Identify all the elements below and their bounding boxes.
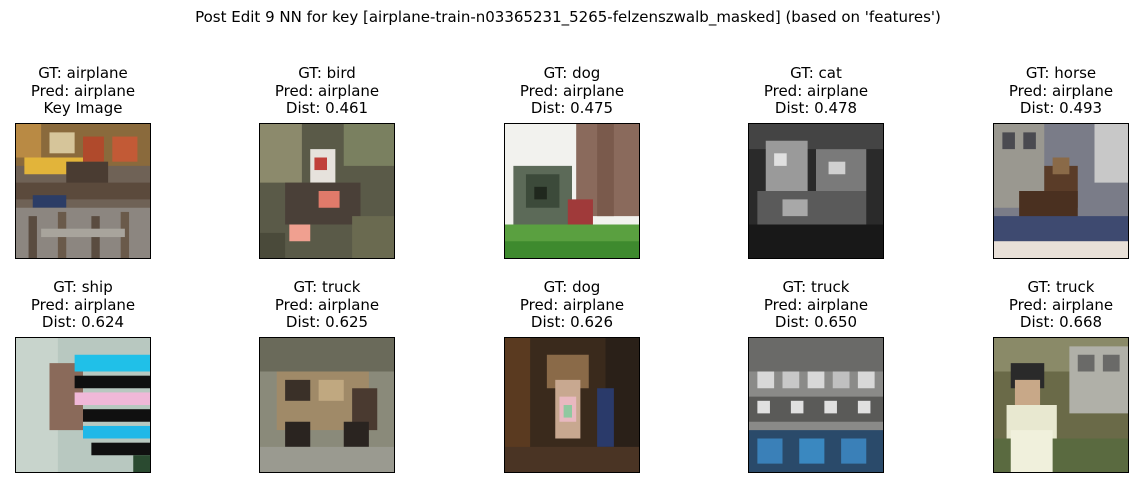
thumbnail-image — [15, 123, 151, 259]
dist-label: Dist: 0.625 — [285, 313, 369, 331]
pred-label: Pred: airplane — [274, 81, 380, 100]
dist-label: Dist: 0.493 — [1019, 99, 1103, 117]
thumbnail-image — [15, 337, 151, 473]
gt-label: GT: truck — [1027, 278, 1095, 296]
gt-label: GT: truck — [293, 278, 361, 296]
pred-label: Pred: airplane — [519, 295, 625, 314]
panel-caption: GT: airplane Pred: airplane Key Image — [0, 64, 191, 118]
gt-label: GT: truck — [782, 278, 850, 296]
pred-label: Pred: airplane — [763, 81, 869, 100]
gt-label: GT: dog — [543, 64, 601, 82]
thumbnail-image — [504, 337, 640, 473]
panel-caption: GT: dog Pred: airplane Dist: 0.475 — [464, 64, 680, 118]
panel-caption: GT: truck Pred: airplane Dist: 0.625 — [219, 278, 435, 332]
thumbnail-image — [993, 337, 1129, 473]
gt-label: GT: horse — [1025, 64, 1097, 82]
pred-label: Pred: airplane — [519, 81, 625, 100]
thumbnail-image — [504, 123, 640, 259]
panel-caption: GT: horse Pred: airplane Dist: 0.493 — [953, 64, 1136, 118]
pred-label: Pred: airplane — [1008, 81, 1114, 100]
pred-label: Pred: airplane — [30, 295, 136, 314]
panel-caption: GT: bird Pred: airplane Dist: 0.461 — [219, 64, 435, 118]
pred-label: Pred: airplane — [763, 295, 869, 314]
gt-label: GT: airplane — [38, 64, 128, 82]
gt-label: GT: cat — [790, 64, 842, 82]
dist-label: Dist: 0.650 — [774, 313, 858, 331]
pred-label: Pred: airplane — [274, 295, 380, 314]
figure-title: Post Edit 9 NN for key [airplane-train-n… — [195, 8, 941, 26]
gt-label: GT: dog — [543, 278, 601, 296]
pred-label: Pred: airplane — [30, 81, 136, 100]
dist-label: Dist: 0.461 — [285, 99, 369, 117]
thumbnail-image — [259, 337, 395, 473]
gt-label: GT: bird — [298, 64, 356, 82]
dist-label: Dist: 0.478 — [774, 99, 858, 117]
key-image-label: Key Image — [43, 99, 123, 117]
dist-label: Dist: 0.668 — [1019, 313, 1103, 331]
pred-label: Pred: airplane — [1008, 295, 1114, 314]
panel-caption: GT: truck Pred: airplane Dist: 0.668 — [953, 278, 1136, 332]
thumbnail-image — [993, 123, 1129, 259]
thumbnail-image — [748, 337, 884, 473]
panel-caption: GT: ship Pred: airplane Dist: 0.624 — [0, 278, 191, 332]
dist-label: Dist: 0.475 — [530, 99, 614, 117]
thumbnail-image — [748, 123, 884, 259]
dist-label: Dist: 0.624 — [41, 313, 125, 331]
dist-label: Dist: 0.626 — [530, 313, 614, 331]
thumbnail-image — [259, 123, 395, 259]
gt-label: GT: ship — [53, 278, 113, 296]
panel-caption: GT: cat Pred: airplane Dist: 0.478 — [708, 64, 924, 118]
panel-caption: GT: dog Pred: airplane Dist: 0.626 — [464, 278, 680, 332]
panel-caption: GT: truck Pred: airplane Dist: 0.650 — [708, 278, 924, 332]
